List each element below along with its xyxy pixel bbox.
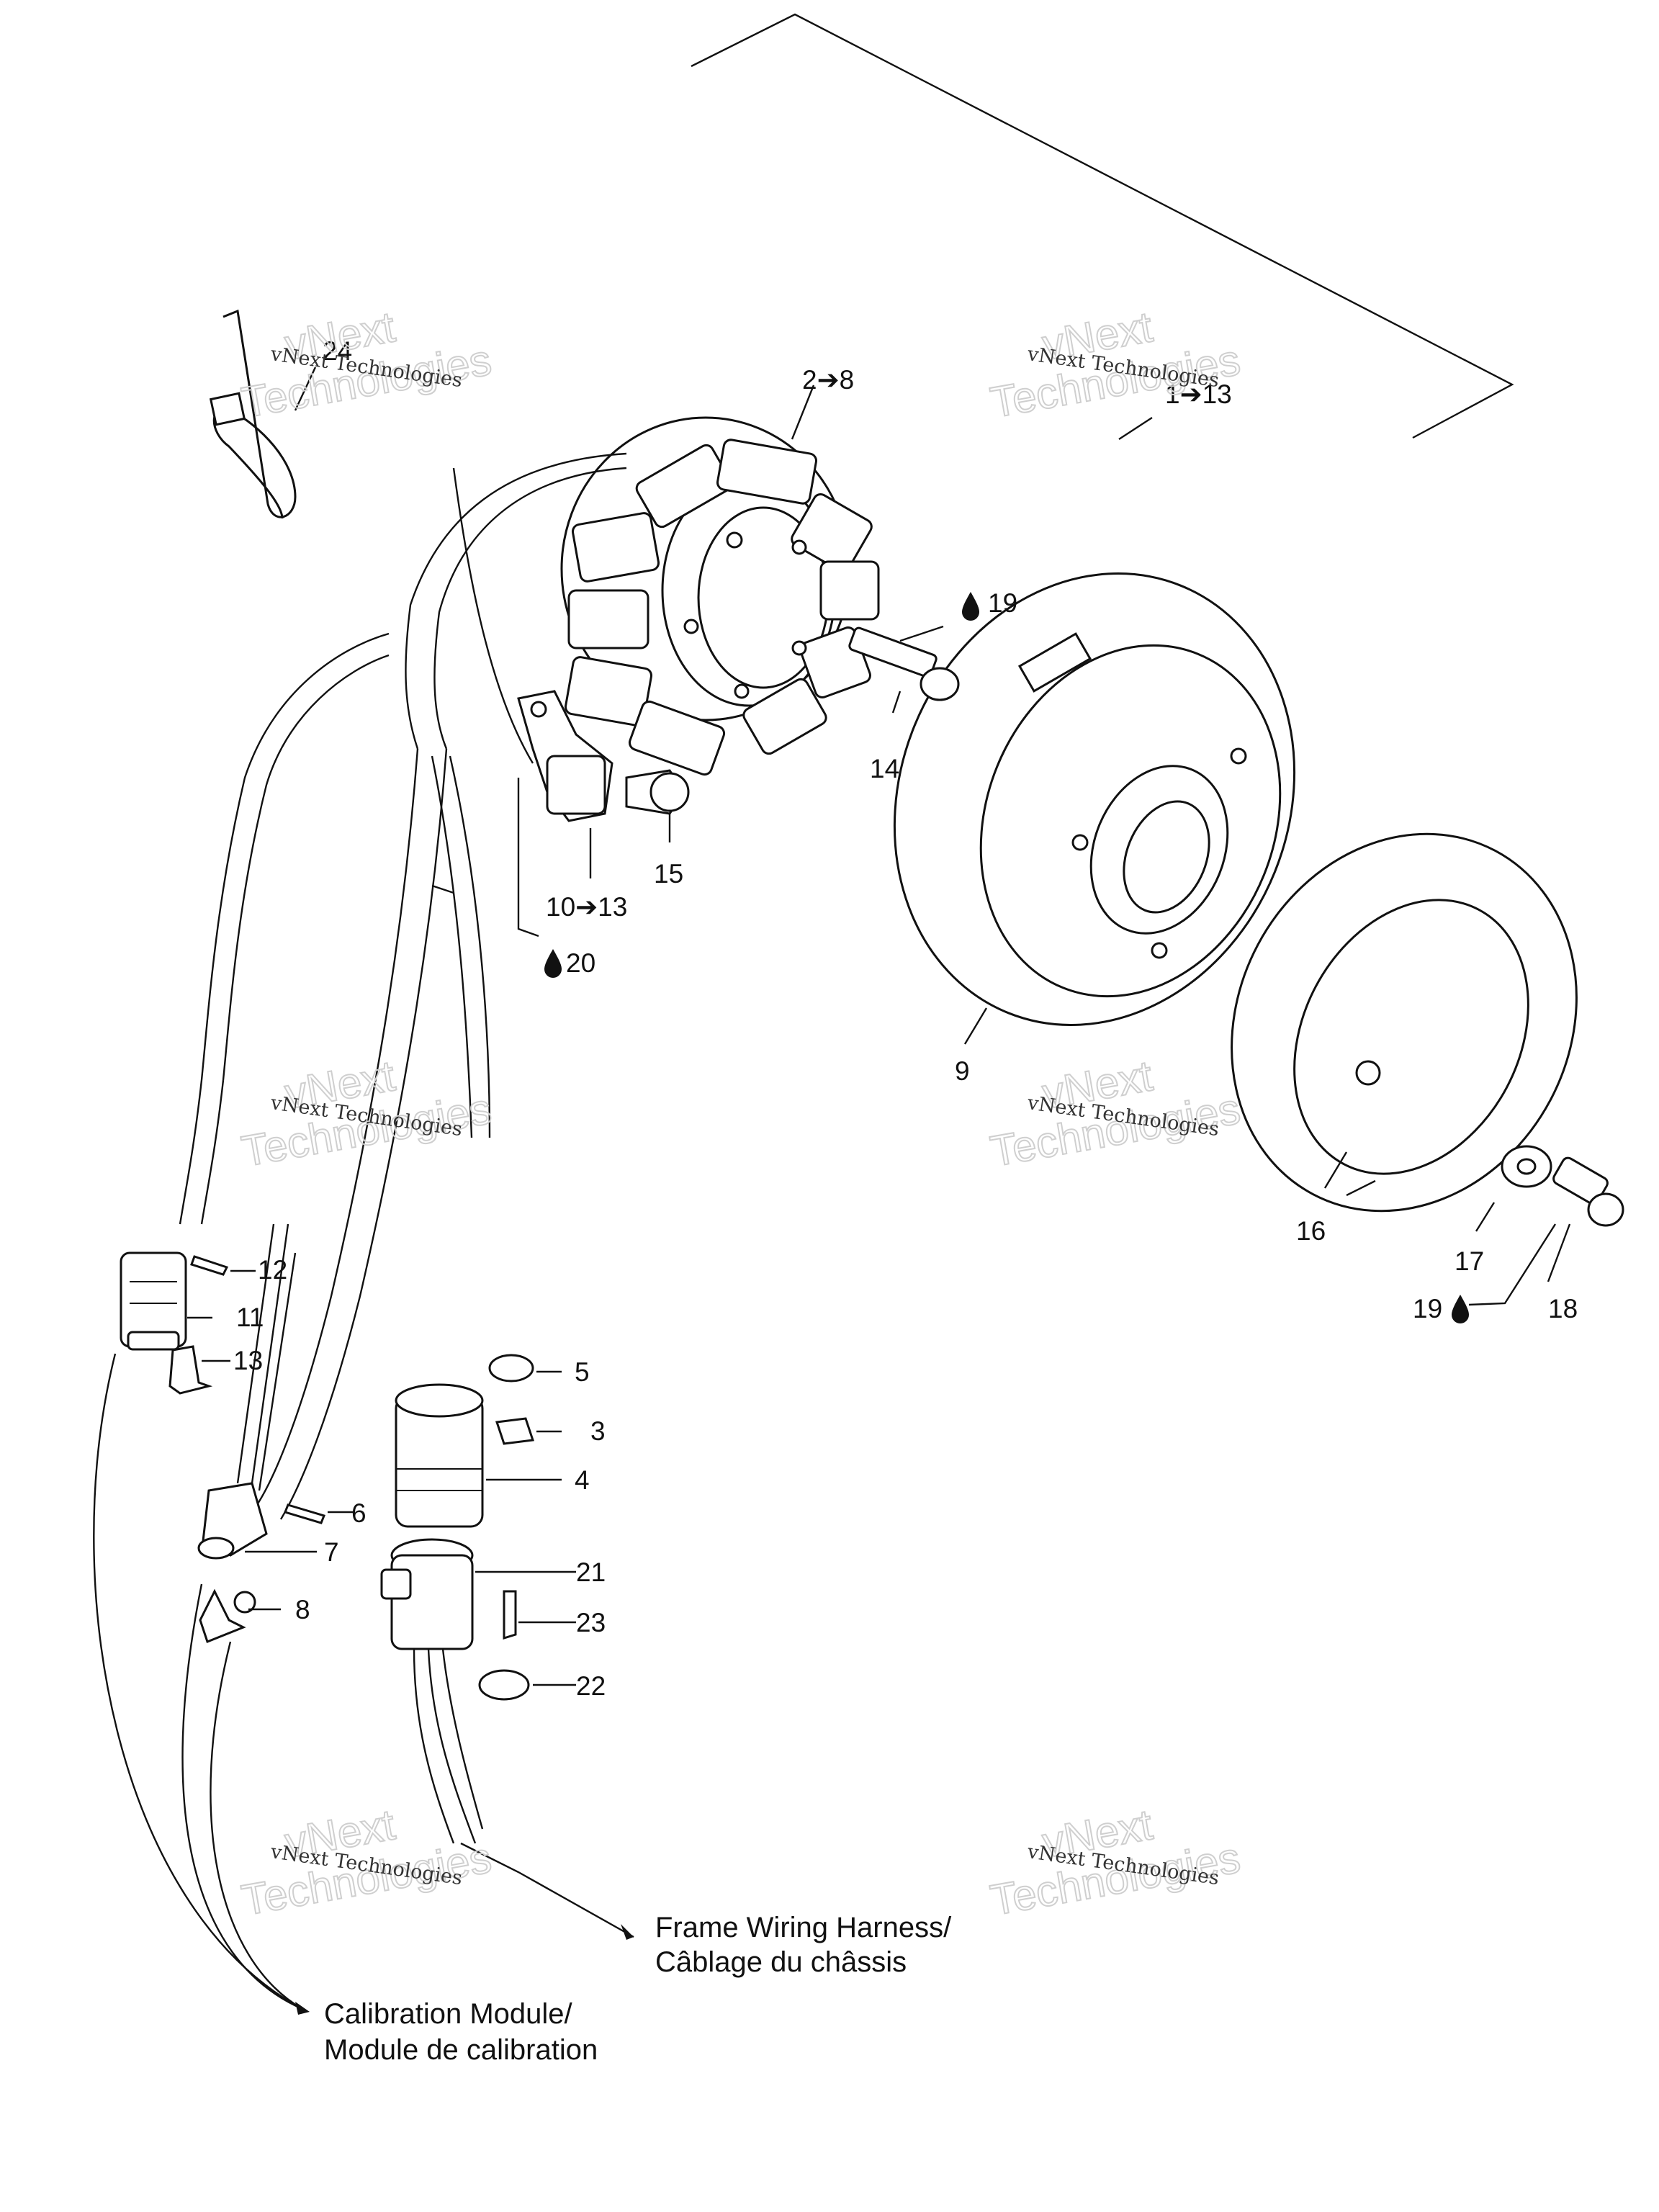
callout-19b: 19 xyxy=(1413,1294,1442,1323)
calibration-note-line1: Calibration Module/ xyxy=(324,1998,573,2030)
terminal-3-part xyxy=(495,1417,535,1445)
frame-arrowhead xyxy=(621,1924,634,1940)
washer-17-part xyxy=(1501,1145,1552,1188)
connector-21-part xyxy=(380,1538,484,1844)
callout-9: 9 xyxy=(955,1056,970,1086)
callout-21: 21 xyxy=(576,1557,606,1587)
callout-16: 16 xyxy=(1296,1216,1326,1246)
callout-19a: 19 xyxy=(988,588,1017,618)
callout-7: 7 xyxy=(324,1537,339,1567)
oil-drop-icon xyxy=(962,592,979,621)
assembly-bracket xyxy=(691,13,1514,441)
watermark-1: vNext Technologies vNext Technologies xyxy=(238,302,496,428)
watermark-3: vNext Technologies vNext Technologies xyxy=(238,1051,496,1177)
oil-drop-icon xyxy=(544,949,562,978)
bolt-18-part xyxy=(1552,1156,1624,1227)
callout-3: 3 xyxy=(590,1416,606,1446)
callout-15: 15 xyxy=(654,859,683,889)
callout-4: 4 xyxy=(575,1465,590,1495)
connector-11-part xyxy=(120,1251,187,1351)
flywheel-part xyxy=(893,572,1296,1045)
bolt-14-part xyxy=(848,626,960,714)
cable-tie-part xyxy=(209,309,317,519)
callout-2-8: 2➔8 xyxy=(802,365,854,395)
clip-13-part xyxy=(168,1345,213,1395)
ring-gear-part xyxy=(1231,832,1578,1213)
callout-20: 20 xyxy=(566,948,595,978)
callout-12: 12 xyxy=(258,1255,287,1285)
callout-10-13: 10➔13 xyxy=(546,892,627,922)
leader-lines xyxy=(93,625,1571,2010)
terminal-6-part xyxy=(283,1503,326,1524)
callout-1-13: 1➔13 xyxy=(1165,379,1232,409)
calibration-note-line2: Module de calibration xyxy=(324,2034,598,2066)
callout-14: 14 xyxy=(870,754,899,783)
frame-harness-note-line1: Frame Wiring Harness/ xyxy=(655,1912,952,1943)
retainer-8-part xyxy=(199,1588,256,1643)
calib-arrowhead xyxy=(295,2002,310,2015)
callout-11: 11 xyxy=(236,1303,264,1332)
watermark-5: vNext Technologies vNext Technologies xyxy=(238,1799,496,1925)
watermark-6: vNext Technologies vNext Technologies xyxy=(986,1799,1245,1925)
frame-harness-note-line2: Câblage du châssis xyxy=(655,1946,907,1978)
trigger-coil-part xyxy=(517,690,690,938)
callout-6: 6 xyxy=(351,1498,367,1528)
callout-8: 8 xyxy=(295,1595,310,1624)
oil-drop-icon xyxy=(1452,1295,1469,1323)
stator-part xyxy=(560,385,880,776)
seal-5-part xyxy=(488,1354,534,1382)
wiring-harness xyxy=(179,452,627,1520)
callout-17: 17 xyxy=(1455,1246,1484,1276)
terminal-12-part xyxy=(190,1255,229,1276)
seal-22-part xyxy=(478,1669,530,1701)
terminal-23-part xyxy=(503,1590,517,1640)
callout-13: 13 xyxy=(233,1346,263,1375)
callout-23: 23 xyxy=(576,1608,606,1637)
callout-18: 18 xyxy=(1548,1294,1578,1323)
connector-4-part xyxy=(395,1383,484,1528)
callout-22: 22 xyxy=(576,1671,606,1701)
connector-7-part xyxy=(197,1223,297,1560)
callout-24: 24 xyxy=(323,336,352,366)
watermark-4: vNext Technologies vNext Technologies xyxy=(986,1051,1245,1177)
callout-5: 5 xyxy=(575,1357,590,1387)
